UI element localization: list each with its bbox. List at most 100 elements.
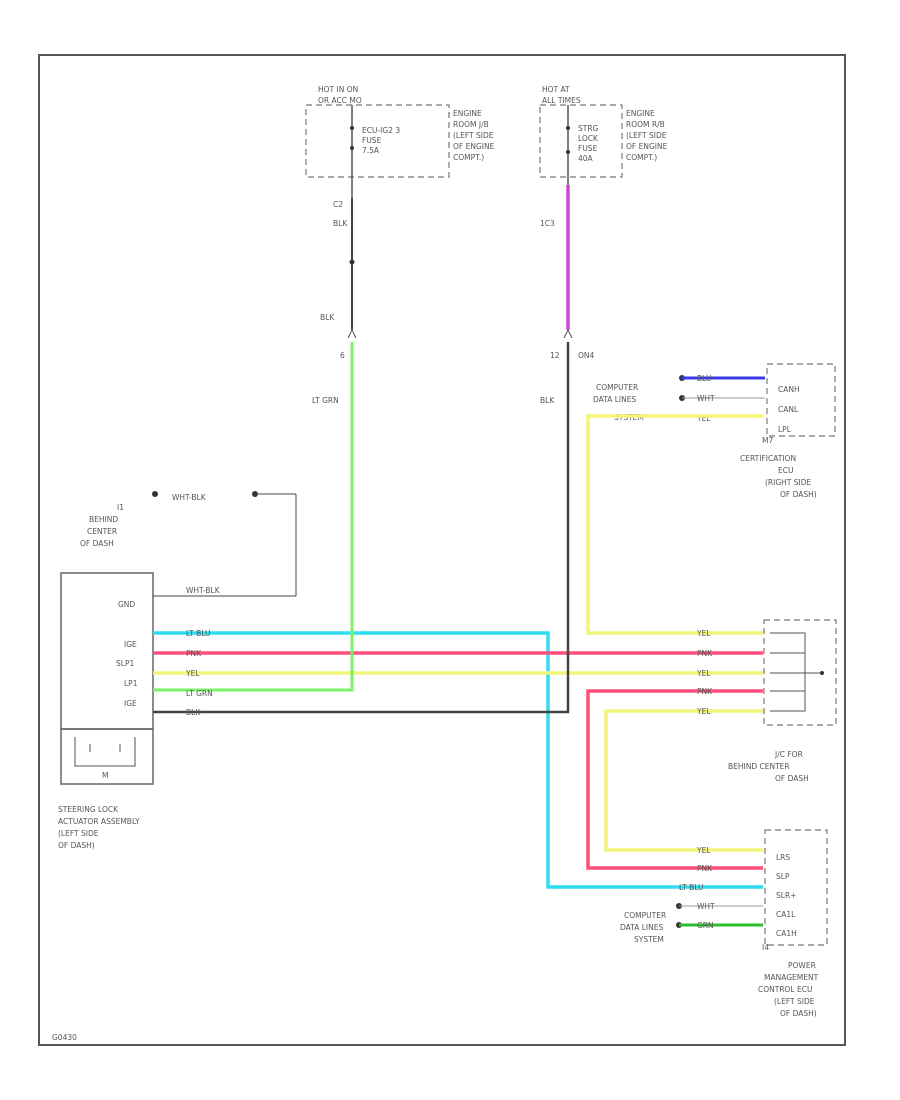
pm-ecu-name: MANAGEMENT (764, 973, 819, 982)
cert-ecu-name: (RIGHT SIDE (765, 478, 812, 487)
right-pin-tag: ON4 (578, 351, 595, 360)
cert-ecu-box (766, 363, 836, 437)
left-connector-label: C2 (333, 200, 343, 209)
left-fuse-label: ECU-IG2 3 (362, 126, 400, 135)
left-location-label: ENGINE (453, 109, 482, 118)
right-location-label: ROOM R/B (626, 120, 665, 129)
junction-location: OF DASH (80, 539, 114, 548)
motor-icon (74, 737, 136, 767)
junction-id: I1 (117, 503, 124, 512)
right-fuse-label: FUSE (578, 144, 598, 153)
right-hot-label: HOT AT (542, 85, 570, 94)
pm-pin-label: CA1L (776, 910, 796, 919)
connector-arrow-icon (347, 328, 357, 339)
left-fuse-block: HOT IN ON OR ACC MO ECU-IG2 3 FUSE 7.5A … (305, 85, 495, 405)
lt-grn-wire (153, 342, 354, 692)
pm-pin-label: LRS (776, 853, 790, 862)
yel-wire (586, 414, 763, 635)
right-fuse-label: LOCK (578, 134, 599, 143)
left-location-label: COMPT.) (453, 153, 484, 162)
pm-ecu-id: I4 (762, 943, 769, 952)
right-fuse-label: STRG (578, 124, 599, 133)
cert-wire-label: YEL (696, 414, 711, 423)
pm-data-label: COMPUTER (624, 911, 666, 920)
actuator-motor-box (60, 728, 154, 785)
left-wire-label: BLK (333, 219, 348, 228)
jc-name: OF DASH (775, 774, 809, 783)
jc-wire-label: YEL (696, 669, 711, 678)
left-location-label: ROOM J/B (453, 120, 489, 129)
actuator-wire-label: WHT-BLK (186, 586, 221, 595)
jc-name: BEHIND CENTER (728, 762, 790, 771)
left-hot-label: HOT IN ON (318, 85, 358, 94)
pm-ecu-name: CONTROL ECU (758, 985, 812, 994)
cert-wire-label: WHT (697, 394, 715, 403)
cert-ecu-name: OF DASH) (780, 490, 817, 499)
splice-dot (152, 491, 158, 497)
actuator-pin-label: GND (118, 600, 135, 609)
pm-wire-label: WHT (697, 902, 715, 911)
right-connector-label: 1C3 (540, 219, 555, 228)
cert-ecu-name: CERTIFICATION (740, 454, 796, 463)
jc-name: J/C FOR (774, 750, 803, 759)
left-location-label: (LEFT SIDE (453, 131, 494, 140)
certification-ecu: COMPUTER DATA LINES SYSTEM BLU WHT YEL C… (593, 363, 836, 499)
wire-harness: WHT-BLK LT BLU PNK YEL LT GRN BLK (153, 342, 763, 928)
pm-pin-label: CA1H (776, 929, 797, 938)
power-management-ecu: YEL PNK LT BLU WHT GRN LRS SLP SLR+ CA1L… (620, 829, 828, 1018)
actuator-pin-label: LP1 (124, 679, 138, 688)
right-location-label: (LEFT SIDE (626, 131, 667, 140)
pm-ecu-box (764, 829, 828, 946)
diagram-frame (38, 54, 846, 1046)
junction-location: BEHIND (89, 515, 118, 524)
left-location-label: OF ENGINE (453, 142, 495, 151)
left-hot-label: OR ACC MO (318, 96, 362, 105)
pm-pin-label: SLR+ (776, 891, 796, 900)
junction-wire-label: WHT-BLK (172, 493, 207, 502)
left-fuse-label: FUSE (362, 136, 382, 145)
splice-dot (349, 259, 355, 265)
splice-dot (820, 671, 824, 675)
right-fuse-label: 40A (578, 154, 594, 163)
actuator-name: STEERING LOCK (58, 805, 119, 814)
right-pin-label: 12 (550, 351, 560, 360)
actuator-pin-label: IGE (124, 699, 137, 708)
pm-wire-label: LT BLU (679, 883, 704, 892)
pm-ecu-name: OF DASH) (780, 1009, 817, 1018)
left-wire-label: LT GRN (312, 396, 339, 405)
actuator-name: (LEFT SIDE (58, 829, 99, 838)
yel-wire (604, 709, 763, 852)
actuator-name: ACTUATOR ASSEMBLY (58, 817, 140, 826)
jc-wire-label: PNK (697, 649, 713, 658)
pm-data-label: SYSTEM (634, 935, 664, 944)
jc-wire-label: YEL (696, 629, 711, 638)
actuator-wire-label: PNK (186, 649, 202, 658)
pnk-wire (586, 689, 763, 870)
actuator-pin-label: SLP1 (116, 659, 134, 668)
cert-ecu-name: ECU (778, 466, 793, 475)
left-pin-label: 6 (340, 351, 345, 360)
junction-location: CENTER (87, 527, 117, 536)
pm-ecu-name: (LEFT SIDE (774, 997, 815, 1006)
actuator-pin-label: IGE (124, 640, 137, 649)
cert-data-label: COMPUTER (596, 383, 638, 392)
left-fuse-label: 7.5A (362, 146, 380, 155)
left-wire-label: BLK (320, 313, 335, 322)
right-location-label: ENGINE (626, 109, 655, 118)
jc-box (763, 619, 837, 726)
right-location-label: OF ENGINE (626, 142, 668, 151)
jc-wire-label: YEL (696, 707, 711, 716)
pm-wire-label: GRN (697, 921, 714, 930)
cert-data-label: DATA LINES (593, 395, 636, 404)
cert-pin-label: LPL (778, 425, 792, 434)
cert-pin-label: CANH (778, 385, 800, 394)
right-fuse-box (539, 104, 623, 178)
connector-arrow-icon (563, 328, 573, 339)
steering-lock-actuator: M GND IGE SLP1 LP1 IGE STEERING LOCK ACT… (58, 572, 154, 850)
right-wire-label: BLK (540, 396, 555, 405)
right-fuse-block: HOT AT ALL TIMES STRG LOCK FUSE 40A ENGI… (539, 85, 668, 405)
pm-data-label: DATA LINES (620, 923, 663, 932)
blk-wire (153, 342, 570, 714)
fuse-terminal (350, 126, 354, 130)
cert-ecu-id: M7 (762, 436, 773, 445)
